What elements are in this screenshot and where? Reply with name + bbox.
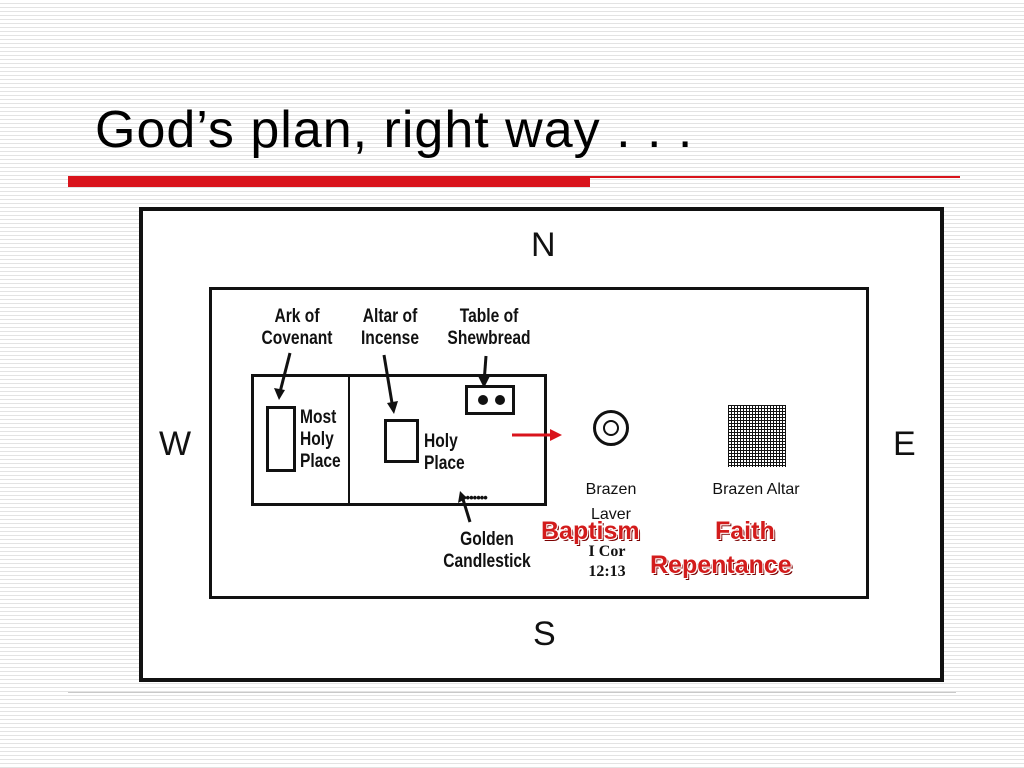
label-holy-place: Holy Place bbox=[424, 431, 465, 474]
candlestick-arrowhead bbox=[458, 491, 467, 503]
step-faith: Faith bbox=[715, 517, 775, 545]
label-altar-of-incense: Altar of Incense bbox=[360, 306, 420, 349]
golden-candlestick-dots: ••••••• bbox=[462, 490, 488, 505]
label-ark-of-covenant: Ark of Covenant bbox=[261, 306, 333, 349]
label-most-holy-place: Most Holy Place bbox=[300, 407, 341, 472]
ark-of-covenant-shape bbox=[266, 406, 296, 472]
tabernacle-building: Most Holy Place Holy Place ••••••• bbox=[251, 374, 547, 506]
veil-divider bbox=[348, 377, 350, 503]
compass-north: N bbox=[531, 226, 556, 264]
label-brazen-altar: Brazen Altar bbox=[712, 481, 800, 498]
altar-pointer-arrow bbox=[382, 354, 395, 410]
label-brazen-laver: Brazen Laver bbox=[585, 481, 637, 523]
tabernacle-diagram: N S W E Ark of Covenant Altar of Incense… bbox=[139, 207, 944, 682]
brazen-altar-shape bbox=[728, 405, 786, 467]
brazen-laver-shape bbox=[593, 410, 629, 446]
compass-south: S bbox=[533, 615, 556, 653]
table-of-shewbread-shape bbox=[465, 385, 515, 415]
step-repentance: Repentance bbox=[650, 551, 792, 579]
altar-of-incense-shape bbox=[384, 419, 419, 463]
shewbread-loaf-left bbox=[478, 395, 488, 405]
shewbread-arrowhead bbox=[478, 376, 490, 388]
compass-west: W bbox=[159, 425, 192, 463]
inner-court: Ark of Covenant Altar of Incense Table o… bbox=[209, 287, 869, 599]
shewbread-loaf-right bbox=[495, 395, 505, 405]
candlestick-pointer-arrow bbox=[460, 495, 472, 523]
title-underline-thin bbox=[590, 176, 960, 178]
bottom-divider bbox=[68, 692, 956, 693]
altar-arrowhead bbox=[387, 401, 398, 414]
ark-pointer-arrow bbox=[277, 352, 292, 397]
label-golden-candlestick: Golden Candlestick bbox=[443, 529, 531, 572]
slide-title: God’s plan, right way . . . bbox=[95, 101, 694, 159]
title-underline-thick bbox=[68, 176, 590, 187]
brazen-laver-inner-ring bbox=[603, 420, 619, 436]
label-table-of-shewbread: Table of Shewbread bbox=[447, 306, 531, 349]
label-corinthians-reference: I Cor 12:13 bbox=[588, 543, 626, 580]
red-direction-arrowhead bbox=[550, 429, 562, 441]
compass-east: E bbox=[893, 425, 916, 463]
ark-arrowhead bbox=[274, 388, 285, 400]
step-baptism: Baptism bbox=[541, 517, 640, 545]
